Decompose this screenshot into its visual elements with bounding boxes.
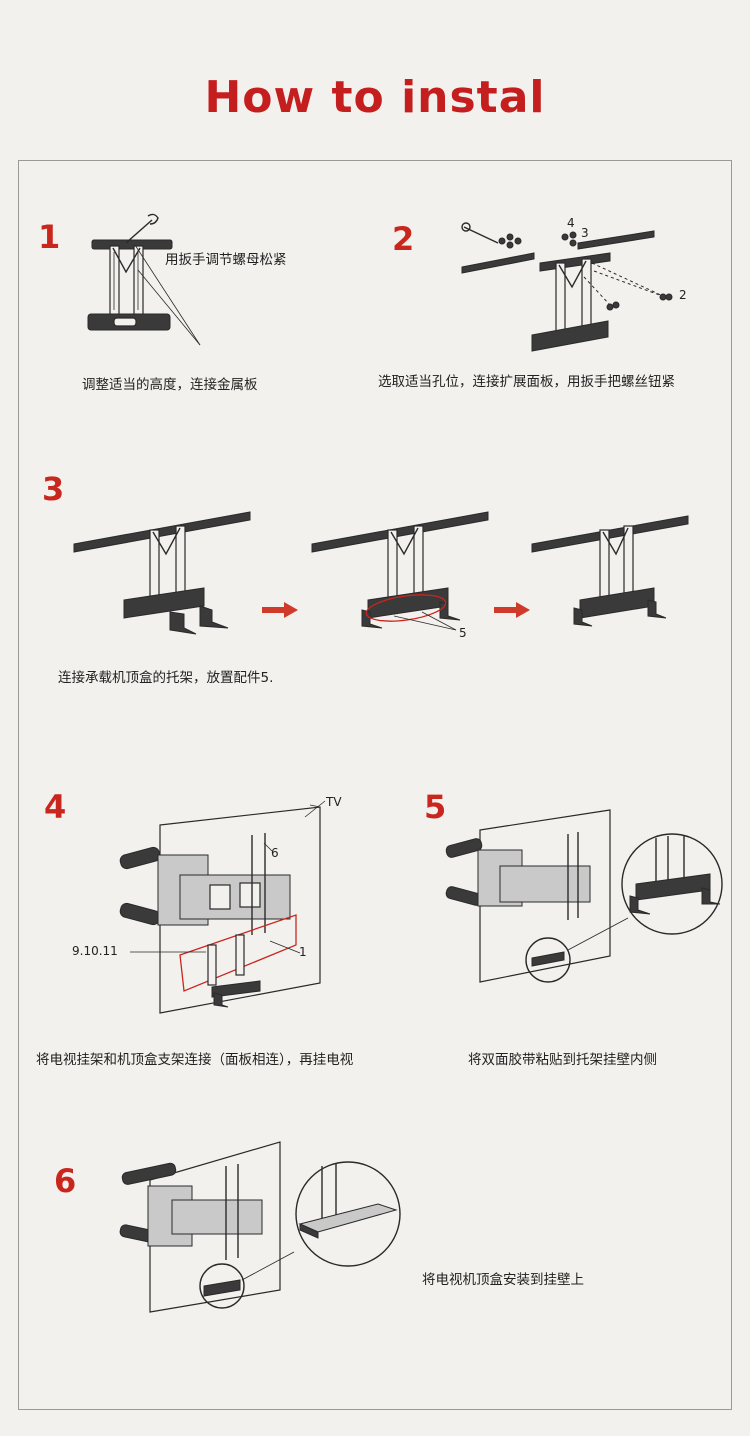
step-6-number: 6 xyxy=(54,1162,77,1200)
arrow-right-icon xyxy=(262,602,298,618)
step-2-label-4: 4 xyxy=(567,216,575,230)
step-3-caption: 连接承载机顶盒的托架，放置配件5. xyxy=(58,670,274,686)
step-4-label-6: 6 xyxy=(271,846,279,860)
instruction-panel xyxy=(18,160,732,1410)
step-1-diagram xyxy=(87,213,201,346)
page-title: How to instal xyxy=(204,72,546,123)
arrow-right-icon xyxy=(494,602,530,618)
step-2-label-2: 2 xyxy=(679,288,687,302)
step-1-number: 1 xyxy=(38,218,61,256)
step-3-diagram-a xyxy=(73,511,251,635)
step-3-label-5: 5 xyxy=(459,626,467,640)
step-4-caption: 将电视挂架和机顶盒支架连接（面板相连），再挂电视 xyxy=(36,1052,354,1068)
step-2-caption: 选取适当孔位，连接扩展面板，用扳手把螺丝钮紧 xyxy=(378,374,675,390)
step-4-label-parts: 9.10.11 xyxy=(72,944,118,958)
step-2-number: 2 xyxy=(392,220,415,258)
step-1-label: 用扳手调节螺母松紧 xyxy=(165,252,287,268)
step-6-caption: 将电视机顶盒安装到挂壁上 xyxy=(422,1272,584,1288)
step-3-diagram-c xyxy=(531,515,689,627)
step-4-diagram xyxy=(119,800,326,1014)
step-6-diagram xyxy=(119,1141,401,1313)
step-3-diagram-b xyxy=(311,511,489,631)
step-5-caption: 将双面胶带粘贴到托架挂壁内侧 xyxy=(468,1052,657,1068)
step-1-caption: 调整适当的高度，连接金属板 xyxy=(82,377,258,393)
step-2-diagram xyxy=(461,222,673,352)
step-2-label-3: 3 xyxy=(581,226,589,240)
step-5-number: 5 xyxy=(424,788,447,826)
step-5-diagram xyxy=(445,809,723,983)
step-4-label-1: 1 xyxy=(299,945,307,959)
step-3-number: 3 xyxy=(42,470,65,508)
step-4-label-tv: TV xyxy=(326,795,342,809)
step-4-number: 4 xyxy=(44,788,67,826)
